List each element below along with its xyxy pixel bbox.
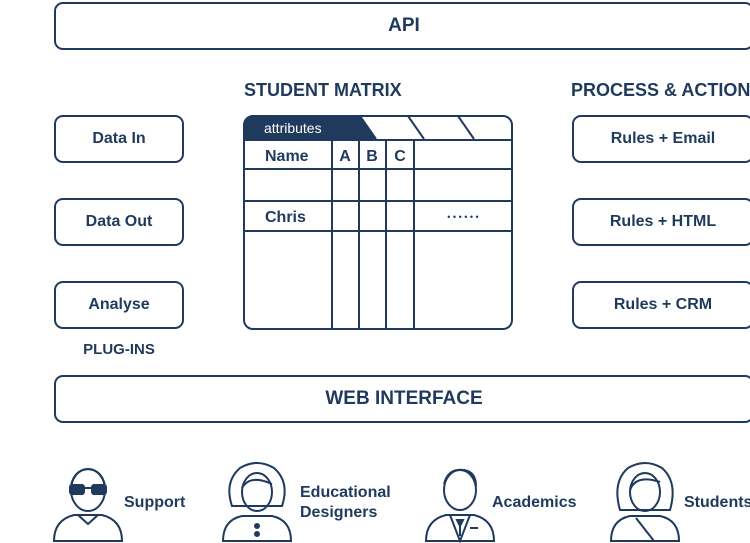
role-support: Support (124, 494, 186, 511)
attributes-tab (244, 116, 376, 140)
support-person-icon (52, 467, 124, 542)
column-c-header: C (394, 148, 406, 165)
plugin-label: Analyse (88, 296, 150, 313)
role-academics: Academics (492, 494, 577, 511)
api-label: API (388, 15, 420, 36)
action-rules-html: Rules + HTML (572, 198, 750, 246)
plugin-data-out: Data Out (54, 198, 184, 246)
action-label: Rules + Email (610, 130, 716, 147)
column-b-header: B (366, 148, 378, 165)
column-name-header: Name (265, 148, 309, 165)
action-rules-email: Rules + Email (572, 115, 750, 163)
web-interface-box: WEB INTERFACE (54, 375, 750, 423)
role-line-2: Designers (300, 504, 378, 521)
role-line-1: Educational (300, 484, 391, 501)
plugin-label: Data In (92, 130, 146, 147)
column-a-header: A (339, 148, 351, 165)
action-label: Rules + CRM (613, 296, 713, 313)
role-students: Students (684, 494, 750, 511)
row-name-cell: Chris (265, 209, 306, 226)
student-person-icon (609, 462, 681, 542)
plugin-data-in: Data In (54, 115, 184, 163)
matrix-frame (243, 115, 513, 330)
academic-person-icon (424, 468, 496, 543)
plugins-label: PLUG-INS (83, 341, 155, 358)
action-label: Rules + HTML (609, 213, 717, 230)
role-educational-designers: Educational Designers (300, 483, 391, 523)
designer-person-icon (221, 462, 293, 542)
plugin-label: Data Out (85, 213, 153, 230)
matrix-tab-edges (359, 115, 475, 140)
action-rules-crm: Rules + CRM (572, 281, 750, 329)
row-ellipsis: • • • • • • (447, 212, 478, 222)
plugin-analyse: Analyse (54, 281, 184, 329)
web-interface-label: WEB INTERFACE (325, 388, 483, 409)
student-matrix-heading: STUDENT MATRIX (244, 80, 402, 100)
student-matrix-table: attributes Name A B C Chris • • • • • • (243, 115, 513, 330)
process-action-heading: PROCESS & ACTION (571, 80, 750, 100)
attributes-tab-label: attributes (264, 120, 322, 136)
api-box: API (54, 2, 750, 50)
